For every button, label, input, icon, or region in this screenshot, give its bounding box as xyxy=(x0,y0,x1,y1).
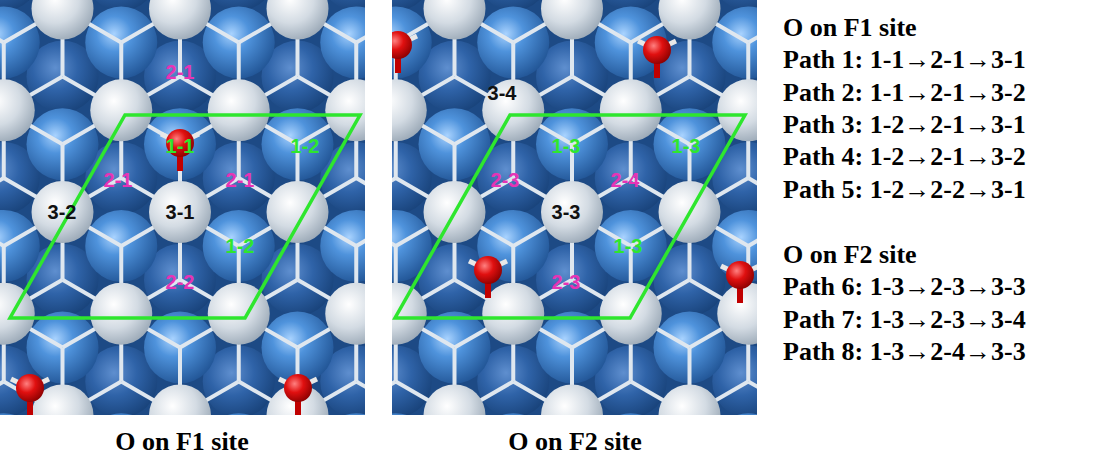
oxygen-atom xyxy=(392,31,412,59)
unit-cell xyxy=(10,115,360,318)
bond-line xyxy=(356,178,365,212)
path-text: Path 6: 1-3→2-3→3-3 xyxy=(783,274,1026,300)
panel-ground xyxy=(0,0,365,415)
panel-caption: O on F2 site xyxy=(508,429,642,455)
surface-atom xyxy=(392,79,427,141)
panel-f2 xyxy=(392,0,757,415)
bond-line xyxy=(392,178,396,212)
path-text: Path 4: 1-2→2-1→3-2 xyxy=(783,144,1026,170)
site-label: 1-3 xyxy=(672,136,701,156)
bond-line xyxy=(356,212,365,246)
surface-atom xyxy=(325,283,365,345)
surface-atom xyxy=(90,79,152,141)
unit-cell xyxy=(395,115,745,318)
surface-atom xyxy=(541,0,603,40)
site-label: 2-1 xyxy=(104,170,133,190)
site-label: 3-1 xyxy=(166,202,195,222)
surface-atom xyxy=(90,283,152,345)
surface-atom xyxy=(32,0,94,40)
site-label: 3-4 xyxy=(488,83,517,103)
bond-line xyxy=(392,0,396,9)
site-label: 3-3 xyxy=(552,202,581,222)
subsurface-atom xyxy=(477,413,549,415)
bond-line xyxy=(356,9,365,43)
surface-atom xyxy=(541,181,603,243)
site-label: 2-1 xyxy=(226,170,255,190)
surface-atom xyxy=(482,283,544,345)
bond-line xyxy=(356,0,365,9)
surface-atom xyxy=(482,79,544,141)
subsurface-atom xyxy=(144,108,216,180)
panel-f1 xyxy=(0,0,365,415)
surface-atom xyxy=(149,181,211,243)
subsurface-atom xyxy=(85,413,157,415)
oxygen-group xyxy=(161,129,199,171)
site-label: 2-4 xyxy=(611,170,640,190)
site-label: 1-1 xyxy=(166,136,195,156)
bond-line xyxy=(0,178,4,212)
bond-line xyxy=(0,9,4,43)
oxygen-group xyxy=(469,256,507,298)
panel-ground xyxy=(392,0,757,415)
surface-atom xyxy=(149,384,211,415)
bond-line xyxy=(392,212,396,246)
bond-line xyxy=(748,382,757,416)
bond-line xyxy=(356,382,365,416)
surface-atom xyxy=(267,0,329,40)
site-label: 1-3 xyxy=(552,136,581,156)
surface-atom xyxy=(541,384,603,415)
bond-line xyxy=(748,212,757,246)
oxygen-atom xyxy=(643,36,671,64)
surface-atom xyxy=(659,0,721,40)
bond-line xyxy=(748,0,757,9)
site-label: 2-2 xyxy=(166,272,195,292)
site-label: 2-1 xyxy=(166,62,195,82)
oxygen-group xyxy=(392,31,417,73)
oxygen-atom xyxy=(284,374,312,402)
oxygen-group xyxy=(11,374,49,415)
subsurface-atom xyxy=(595,413,667,415)
oxygen-atom xyxy=(726,261,754,289)
surface-atom xyxy=(659,384,721,415)
site-label: 3-2 xyxy=(48,202,77,222)
oxygen-atom xyxy=(166,129,194,157)
panel-caption: O on F1 site xyxy=(115,429,249,455)
site-label: 1-3 xyxy=(614,236,643,256)
path-text: O on F2 site xyxy=(783,242,917,268)
path-text: Path 7: 1-3→2-3→3-4 xyxy=(783,307,1026,333)
bond-line xyxy=(0,0,4,9)
site-label: 1-2 xyxy=(226,236,255,256)
oxygen-group xyxy=(721,261,757,303)
surface-atom xyxy=(424,0,486,40)
surface-atom xyxy=(600,79,662,141)
oxygen-group xyxy=(279,374,317,415)
bond-line xyxy=(392,382,396,416)
oxygen-atom xyxy=(474,256,502,284)
surface-atom xyxy=(325,79,365,141)
site-label: 2-3 xyxy=(552,272,581,292)
path-text: O on F1 site xyxy=(783,15,917,41)
site-label: 1-2 xyxy=(291,136,320,156)
surface-atom xyxy=(0,79,35,141)
surface-atom xyxy=(149,0,211,40)
oxygen-atom xyxy=(16,374,44,402)
surface-atom xyxy=(424,384,486,415)
surface-atom xyxy=(208,79,270,141)
path-text: Path 3: 1-2→2-1→3-1 xyxy=(783,112,1026,138)
subsurface-atom xyxy=(203,413,275,415)
bond-line xyxy=(0,212,4,246)
site-label: 2-3 xyxy=(491,170,520,190)
path-text: Path 1: 1-1→2-1→3-1 xyxy=(783,47,1026,73)
path-text: Path 5: 1-2→2-2→3-1 xyxy=(783,177,1026,203)
bond-line xyxy=(748,178,757,212)
bond-line xyxy=(0,382,4,416)
bond-line xyxy=(748,9,757,43)
path-text: Path 8: 1-3→2-4→3-3 xyxy=(783,339,1026,365)
surface-atom xyxy=(0,283,35,345)
path-text: Path 2: 1-1→2-1→3-2 xyxy=(783,80,1026,106)
oxygen-group xyxy=(638,36,676,78)
